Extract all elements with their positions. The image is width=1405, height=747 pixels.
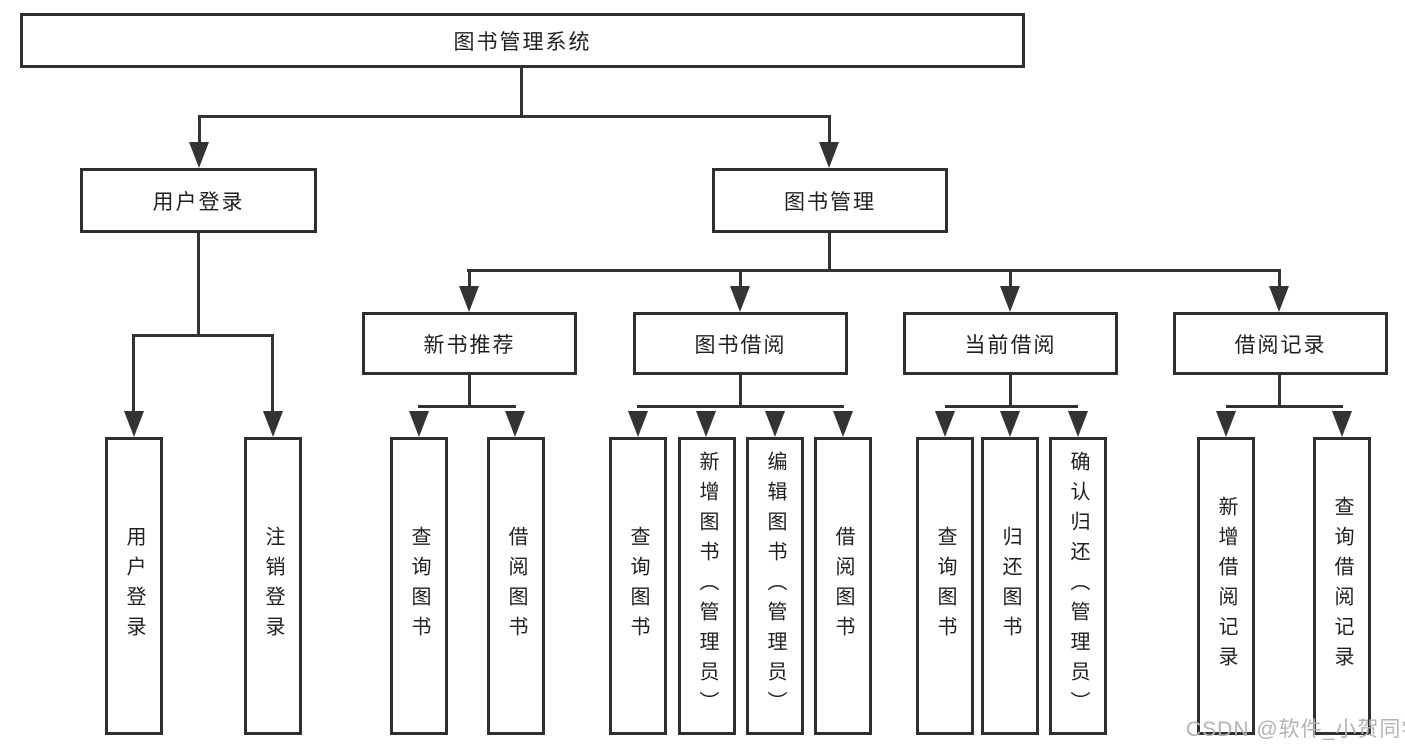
arrowhead-down-icon — [124, 411, 144, 437]
arrowhead-down-icon — [730, 286, 750, 312]
node-library-management-system: 图书管理系统 — [20, 13, 1025, 68]
connector-line — [1009, 269, 1012, 288]
connector-line — [418, 405, 516, 408]
connector-line — [1226, 405, 1343, 408]
arrowhead-down-icon — [1216, 411, 1236, 437]
connector-line — [1278, 375, 1281, 408]
node-user-login: 用户登录 — [80, 168, 317, 233]
node-label: 新书推荐 — [423, 333, 516, 357]
connector-line — [739, 375, 742, 408]
leaf-add-books-admin: 新增图书（管理员） — [678, 437, 736, 735]
arrowhead-down-icon — [409, 411, 429, 437]
connector-line — [828, 233, 831, 271]
connector-line — [468, 375, 471, 408]
leaf-query-books-current: 查询图书 — [916, 437, 974, 735]
connector-line — [197, 233, 200, 337]
connector-line — [468, 269, 471, 288]
leaf-borrow-books-borrowing: 借阅图书 — [814, 437, 872, 735]
connector-line — [945, 405, 1078, 408]
arrowhead-down-icon — [505, 411, 525, 437]
connector-line — [132, 334, 274, 337]
leaf-user-login: 用户登录 — [105, 437, 163, 735]
arrowhead-down-icon — [935, 411, 955, 437]
connector-line — [739, 269, 742, 288]
arrowhead-down-icon — [833, 411, 853, 437]
leaf-query-books-borrowing: 查询图书 — [609, 437, 667, 735]
node-label: 图书管理系统 — [453, 30, 592, 54]
connector-line — [828, 115, 831, 145]
arrowhead-down-icon — [1000, 411, 1020, 437]
arrowhead-down-icon — [1269, 286, 1289, 312]
node-current-borrowing: 当前借阅 — [903, 312, 1118, 375]
node-label: 当前借阅 — [964, 333, 1057, 357]
leaf-edit-books-admin: 编辑图书（管理员） — [746, 437, 804, 735]
node-label: 图书借阅 — [694, 333, 787, 357]
connector-line — [520, 68, 523, 118]
arrowhead-down-icon — [1332, 411, 1352, 437]
arrowhead-down-icon — [819, 142, 839, 168]
arrowhead-down-icon — [1068, 411, 1088, 437]
leaf-query-borrow-record: 查询借阅记录 — [1313, 437, 1371, 735]
node-label: 图书管理 — [784, 190, 876, 214]
node-borrowing-records: 借阅记录 — [1173, 312, 1388, 375]
connector-line — [1278, 269, 1281, 288]
arrowhead-down-icon — [1000, 286, 1020, 312]
node-book-borrowing: 图书借阅 — [633, 312, 848, 375]
connector-line — [132, 334, 135, 413]
connector-line — [467, 269, 1280, 272]
arrowhead-down-icon — [696, 411, 716, 437]
node-book-management: 图书管理 — [712, 168, 948, 233]
connector-line — [637, 405, 844, 408]
leaf-return-books: 归还图书 — [981, 437, 1039, 735]
leaf-logout: 注销登录 — [244, 437, 302, 735]
arrowhead-down-icon — [459, 286, 479, 312]
node-label: 借阅记录 — [1234, 333, 1327, 357]
connector-line — [198, 115, 201, 145]
csdn-watermark: CSDN @软件_小贺同学 — [1186, 718, 1405, 741]
connector-line — [1009, 375, 1012, 408]
leaf-add-borrow-record: 新增借阅记录 — [1197, 437, 1255, 735]
connector-line — [271, 334, 274, 413]
leaf-borrow-books-newbook: 借阅图书 — [487, 437, 545, 735]
node-new-book-recommend: 新书推荐 — [362, 312, 577, 375]
arrowhead-down-icon — [189, 142, 209, 168]
arrowhead-down-icon — [628, 411, 648, 437]
arrowhead-down-icon — [765, 411, 785, 437]
node-label: 用户登录 — [152, 190, 245, 214]
leaf-query-books-newbook: 查询图书 — [390, 437, 448, 735]
arrowhead-down-icon — [263, 411, 283, 437]
connector-line — [198, 115, 831, 118]
leaf-confirm-return-admin: 确认归还（管理员） — [1049, 437, 1107, 735]
